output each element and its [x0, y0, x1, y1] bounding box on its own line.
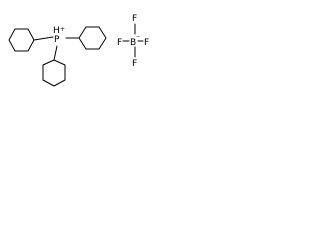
tetrafluoroborate-anion: F F B − F F	[117, 14, 149, 69]
cyclohexyl-ring-left	[8, 28, 35, 52]
fluorine-label-bottom: F	[132, 59, 137, 69]
phosphorus-label: P	[54, 35, 60, 45]
fluorine-label-left: F	[117, 38, 122, 48]
cyclohexyl-ring-bottom	[42, 59, 66, 87]
anion-charge: −	[136, 34, 140, 40]
bond-p-ring-bottom	[53, 45, 58, 61]
boron-label: B	[130, 38, 136, 48]
fluorine-label-top: F	[132, 14, 137, 24]
tricyclohexylphosphonium-tetrafluoroborate-structure: H + P F F B − F F	[8, 14, 149, 87]
phosphonium-cation: H + P	[8, 26, 107, 87]
bond-p-ring-left	[33, 36, 54, 41]
cation-charge: +	[60, 26, 65, 33]
cyclohexyl-ring-right	[78, 26, 107, 50]
fluorine-label-right: F	[144, 38, 149, 48]
hydrogen-label: H	[53, 26, 60, 36]
